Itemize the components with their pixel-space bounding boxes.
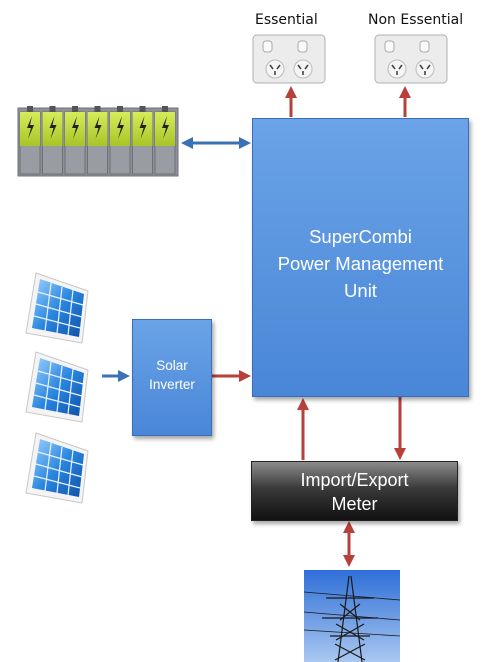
pmu-title-line-1: SuperCombi — [309, 226, 412, 247]
battery-cell-icon — [109, 106, 131, 175]
power-management-unit-box: SuperCombi Power Management Unit — [252, 118, 469, 397]
battery-cell-icon — [64, 106, 86, 175]
battery-cell-icon — [42, 106, 63, 175]
battery-bank-icon — [17, 106, 179, 177]
non-essential-power-outlet-icon — [374, 34, 448, 84]
solar-panel-icon-3 — [25, 432, 89, 504]
import-export-meter-box: Import/Export Meter — [251, 461, 458, 521]
solar-panel-icon-2 — [25, 351, 89, 423]
essential-power-outlet-icon — [252, 34, 326, 84]
pmu-title-line-3: Unit — [344, 280, 377, 301]
inverter-label-line-1: Solar — [156, 358, 188, 373]
flow-arrows-blue — [102, 137, 251, 382]
solar-inverter-box: Solar Inverter — [132, 319, 212, 436]
solar-panel-icon-1 — [25, 272, 89, 344]
battery-cell-icon — [132, 106, 153, 175]
battery-cell-icon — [154, 106, 176, 175]
battery-cell-icon — [87, 106, 108, 175]
inverter-label-line-2: Inverter — [149, 377, 195, 392]
meter-label-line-1: Import/Export — [300, 470, 409, 490]
flow-arrows-red — [211, 86, 411, 567]
essential-label: Essential — [255, 12, 318, 28]
battery-cell-icon — [19, 106, 41, 175]
transmission-tower-icon — [303, 570, 401, 662]
meter-label-line-2: Meter — [331, 494, 378, 514]
pmu-title-line-2: Power Management — [277, 253, 444, 274]
non-essential-label: Non Essential — [368, 12, 464, 28]
